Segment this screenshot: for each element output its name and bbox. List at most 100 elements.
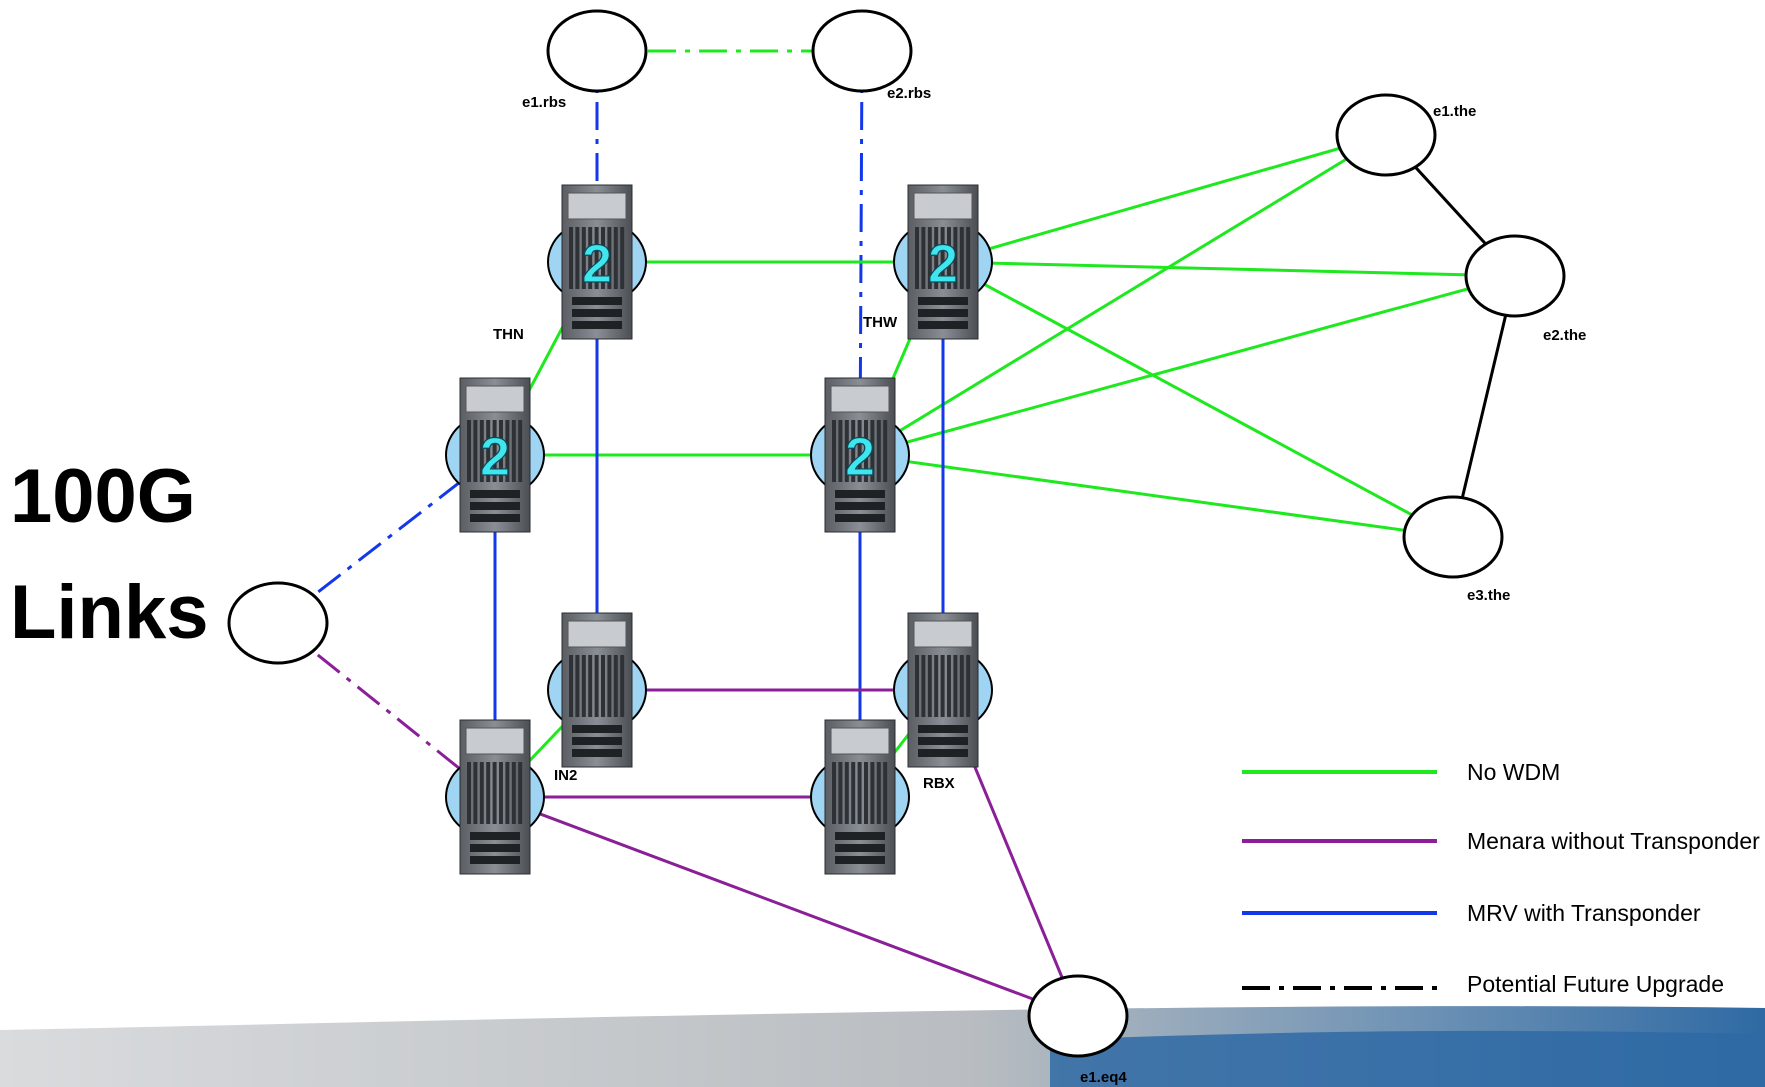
router-rbx-back <box>893 612 993 768</box>
router-top-panel <box>830 385 890 413</box>
router-fan-tray <box>470 832 520 840</box>
router-line-card <box>467 420 471 482</box>
node-label-e2-the: e2.the <box>1543 327 1586 344</box>
link-e2-rbs-thw-mid <box>858 50 864 456</box>
router-fan-tray <box>572 321 622 329</box>
router-line-card <box>505 762 510 824</box>
router-badge: 2 <box>845 427 875 487</box>
router-fan-tray <box>572 297 622 305</box>
router-line-card <box>575 227 580 289</box>
router-line-card <box>883 762 888 824</box>
router-fan-tray <box>835 490 885 498</box>
site-label-in2: IN2 <box>554 767 577 784</box>
site-label-rbx: RBX <box>923 775 955 792</box>
node-label-e1-eq4: e1.eq4 <box>1080 1069 1127 1086</box>
router-line-card <box>959 227 964 289</box>
node-e1-the <box>1335 93 1437 177</box>
legend-label-menara: Menara without Transponder <box>1467 828 1760 854</box>
router-line-card <box>864 762 868 824</box>
link-thw-top-e3-the <box>942 260 1454 539</box>
title-line-1: 100G <box>10 454 196 539</box>
router-line-card <box>575 655 580 717</box>
router-line-card <box>883 420 888 482</box>
router-thw-mid: 2 <box>810 377 910 533</box>
router-line-card <box>876 420 881 482</box>
router-line-card <box>594 227 599 289</box>
link-thw-mid-e2-the <box>859 274 1516 457</box>
router-line-card <box>838 762 843 824</box>
node-ext <box>227 581 329 665</box>
router-line-card <box>620 655 625 717</box>
footer-band-blue <box>1050 1030 1765 1087</box>
router-badge: 2 <box>480 427 510 487</box>
site-label-thn: THN <box>493 326 524 343</box>
router-line-card <box>607 227 612 289</box>
legend-label-future: Potential Future Upgrade <box>1467 971 1724 997</box>
router-line-card <box>581 227 586 289</box>
router-fan-tray <box>918 297 968 305</box>
router-fan-tray <box>835 856 885 864</box>
router-line-card <box>934 227 939 289</box>
link-thw-mid-e3-the <box>859 453 1454 539</box>
router-line-card <box>857 420 862 482</box>
router-thw-top: 2 <box>893 184 993 340</box>
router-fan-tray <box>470 490 520 498</box>
router-line-card <box>601 655 605 717</box>
router-line-card <box>569 227 573 289</box>
router-line-card <box>940 655 945 717</box>
router-fan-tray <box>918 725 968 733</box>
router-line-card <box>518 420 523 482</box>
router-line-card <box>479 762 484 824</box>
router-line-card <box>934 655 939 717</box>
router-line-card <box>613 227 618 289</box>
router-line-card <box>844 762 849 824</box>
router-line-card <box>499 420 503 482</box>
router-line-card <box>966 227 971 289</box>
router-line-card <box>499 762 503 824</box>
node-label-e1-the: e1.the <box>1433 103 1476 120</box>
router-line-card <box>832 420 836 482</box>
title-line-2: Links <box>10 570 209 655</box>
router-line-card <box>959 655 964 717</box>
router-rbx-front <box>810 719 910 875</box>
router-line-card <box>492 762 497 824</box>
router-line-card <box>927 227 932 289</box>
router-line-card <box>620 227 625 289</box>
router-top-panel <box>567 620 627 648</box>
router-line-card <box>601 227 605 289</box>
router-line-card <box>473 762 478 824</box>
legend: No WDM Menara without Transponder MRV wi… <box>1242 759 1760 997</box>
router-fan-tray <box>470 844 520 852</box>
node-e1-eq4 <box>1027 974 1129 1058</box>
node-e2-the <box>1464 234 1566 318</box>
router-in2-front <box>445 719 545 875</box>
router-line-card <box>511 420 516 482</box>
router-line-card <box>588 655 593 717</box>
router-fan-tray <box>835 514 885 522</box>
router-line-card <box>966 655 971 717</box>
router-line-card <box>581 655 586 717</box>
node-label-e2-rbs: e2.rbs <box>887 85 931 102</box>
legend-label-no-wdm: No WDM <box>1467 759 1560 785</box>
site-label-thw: THW <box>863 314 898 331</box>
router-line-card <box>844 420 849 482</box>
router-line-card <box>864 420 868 482</box>
router-line-card <box>479 420 484 482</box>
router-top-panel <box>913 192 973 220</box>
router-line-card <box>857 762 862 824</box>
router-fan-tray <box>470 856 520 864</box>
nodes-layer <box>227 9 1566 1058</box>
router-line-card <box>613 655 618 717</box>
router-in2-back <box>547 612 647 768</box>
router-top-panel <box>465 727 525 755</box>
node-label-e1-rbs: e1.rbs <box>522 94 566 111</box>
router-top-panel <box>567 192 627 220</box>
router-line-card <box>594 655 599 717</box>
link-thw-top-e2-the <box>942 260 1516 278</box>
router-line-card <box>870 420 875 482</box>
link-e2-the-e3-the <box>1451 275 1517 538</box>
router-fan-tray <box>918 737 968 745</box>
router-line-card <box>915 655 919 717</box>
node-label-e3-the: e3.the <box>1467 587 1510 604</box>
